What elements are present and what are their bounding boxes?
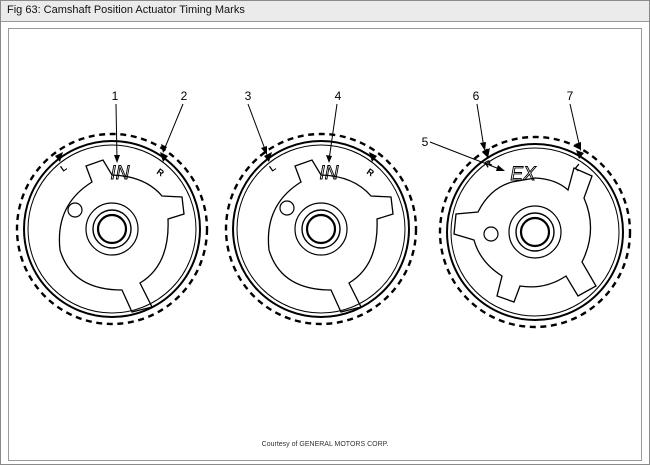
gear-1: L R IN xyxy=(15,132,209,326)
gear-2: L R IN xyxy=(224,132,418,326)
leader-line-5 xyxy=(429,141,503,171)
gear-2-bolt-boss xyxy=(294,202,348,256)
gear-2-inner-rim xyxy=(236,144,406,314)
leader-line-6 xyxy=(476,103,485,149)
arrowhead-5 xyxy=(496,165,505,171)
callout-5: 5 xyxy=(422,135,429,149)
gear-2-dowel-hole xyxy=(279,200,295,216)
title-bar: Fig 63: Camshaft Position Actuator Timin… xyxy=(1,1,649,22)
figure-title: Fig 63: Camshaft Position Actuator Timin… xyxy=(7,4,245,16)
leader-line-3 xyxy=(247,103,267,153)
gear-3-rim xyxy=(446,143,624,321)
gear-3-hub-plate xyxy=(453,167,597,303)
gear-3-dowel-hole xyxy=(483,226,499,242)
leader-line-7 xyxy=(569,103,581,149)
gear-1-bolt-outer xyxy=(92,209,132,249)
gear-3-bolt-boss xyxy=(508,205,562,259)
callout-4: 4 xyxy=(335,89,342,103)
gear-2-rim xyxy=(232,140,410,318)
gear-3-bolt-outer xyxy=(515,212,555,252)
leader-line-2 xyxy=(163,103,184,151)
callout-2: 2 xyxy=(181,89,188,103)
gear-1-mark-r: R xyxy=(155,166,166,178)
gear-3-mark-l: L xyxy=(573,162,584,174)
gear-1-bolt-boss xyxy=(85,202,139,256)
callout-numbers: 1 2 3 4 5 6 7 xyxy=(112,89,574,149)
leader-lines xyxy=(115,103,581,171)
gear-2-mark-l: L xyxy=(267,162,278,174)
leader-line-1 xyxy=(115,103,118,161)
gear-2-timing-mark-l xyxy=(264,152,272,162)
gear-1-rim xyxy=(23,140,201,318)
figure-credit: Courtesy of GENERAL MOTORS CORP. xyxy=(261,441,389,448)
gear-1-inner-rim xyxy=(27,144,197,314)
callout-1: 1 xyxy=(112,89,119,103)
callout-7: 7 xyxy=(567,89,574,103)
callout-3: 3 xyxy=(245,89,252,103)
gear-2-label: IN xyxy=(320,163,339,184)
gear-3-teeth xyxy=(438,135,632,329)
gear-3-timing-mark-l xyxy=(576,150,584,159)
arrowhead-7 xyxy=(575,142,581,151)
gear-2-mark-r: R xyxy=(365,166,376,178)
gear-3-bolt-bore xyxy=(519,216,551,248)
gear-3-inner-rim xyxy=(450,147,620,317)
gear-1-dowel-hole xyxy=(67,202,83,218)
arrowhead-6 xyxy=(480,142,486,151)
arrowhead-2 xyxy=(161,144,167,153)
gear-2-timing-mark-r xyxy=(369,152,377,162)
gear-2-bolt-bore xyxy=(305,213,337,245)
callout-6: 6 xyxy=(473,89,480,103)
leader-arrowheads xyxy=(114,142,581,171)
arrowhead-4 xyxy=(326,155,332,163)
gear-1-hub-plate xyxy=(58,159,185,313)
gear-2-teeth xyxy=(224,132,418,326)
gear-1-timing-mark-r xyxy=(160,152,168,162)
gear-3: R L EX xyxy=(438,135,632,329)
gear-2-bolt-outer xyxy=(301,209,341,249)
gear-1-bolt-bore xyxy=(96,213,128,245)
gear-1-timing-mark-l xyxy=(55,152,63,162)
gear-2-hub-plate xyxy=(267,159,394,313)
gear-1-mark-l: L xyxy=(58,162,69,174)
arrowhead-3 xyxy=(261,146,267,155)
gear-1-label: IN xyxy=(111,163,130,184)
arrowhead-1 xyxy=(114,155,120,163)
gear-3-mark-r: R xyxy=(483,158,494,170)
gear-1-teeth xyxy=(15,132,209,326)
leader-line-4 xyxy=(328,103,338,161)
gear-3-label: EX xyxy=(510,164,537,185)
gear-3-timing-mark-r xyxy=(482,148,490,158)
